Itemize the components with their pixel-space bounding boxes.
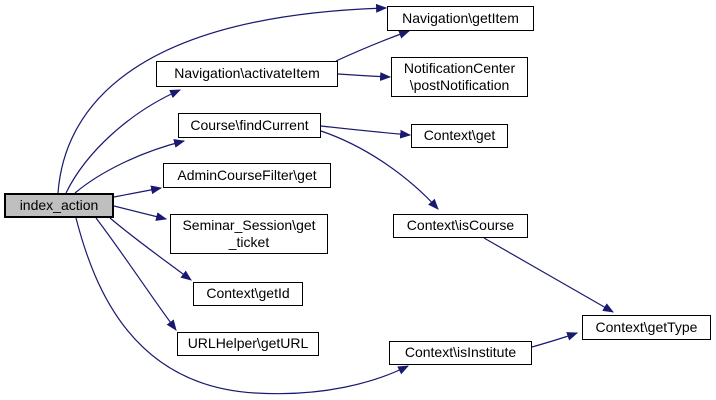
edge-index-action-to-urlhelper-geturl bbox=[95, 217, 177, 331]
edge-index-action-to-context-isinstitute bbox=[75, 217, 409, 395]
edge-index-action-to-seminar-session-get-ticket bbox=[113, 205, 168, 221]
edge-index-action-to-admincoursefilter-get bbox=[113, 185, 163, 198]
edge-index-action-to-context-getid bbox=[109, 217, 192, 281]
node-seminar-session-get-ticket[interactable]: Seminar_Session\get _ticket bbox=[170, 214, 328, 254]
node-navigation-activateitem[interactable]: Navigation\activateItem bbox=[156, 61, 338, 87]
edge-index-action-to-navigation-activateitem bbox=[65, 89, 182, 194]
edge-navigation-activateitem-to-navigation-getitem bbox=[335, 30, 411, 62]
node-urlhelper-geturl[interactable]: URLHelper\getURL bbox=[177, 332, 319, 356]
node-context-getid[interactable]: Context\getId bbox=[193, 282, 303, 306]
edge-context-iscourse-to-context-gettype bbox=[483, 237, 614, 313]
edge-index-action-to-navigation-getitem bbox=[57, 3, 388, 194]
node-context-get[interactable]: Context\get bbox=[411, 124, 508, 148]
node-admincoursefilter-get[interactable]: AdminCourseFilter\get bbox=[163, 163, 331, 188]
node-context-iscourse[interactable]: Context\isCourse bbox=[393, 214, 528, 238]
edge-course-findcurrent-to-context-get bbox=[320, 125, 412, 139]
node-notificationcenter-postnotification[interactable]: NotificationCenter \postNotification bbox=[391, 57, 528, 97]
edge-index-action-to-course-findcurrent bbox=[74, 139, 186, 194]
edge-course-findcurrent-to-context-iscourse bbox=[320, 130, 439, 210]
edge-navigation-activateitem-to-notificationcenter-postnotification bbox=[337, 72, 392, 81]
edge-context-isinstitute-to-context-gettype bbox=[531, 332, 579, 348]
node-navigation-getitem[interactable]: Navigation\getItem bbox=[387, 6, 534, 31]
node-index-action: index_action bbox=[4, 193, 114, 218]
node-context-gettype[interactable]: Context\getType bbox=[582, 315, 711, 340]
node-course-findcurrent[interactable]: Course\findCurrent bbox=[178, 113, 321, 138]
node-context-isinstitute[interactable]: Context\isInstitute bbox=[389, 341, 532, 365]
